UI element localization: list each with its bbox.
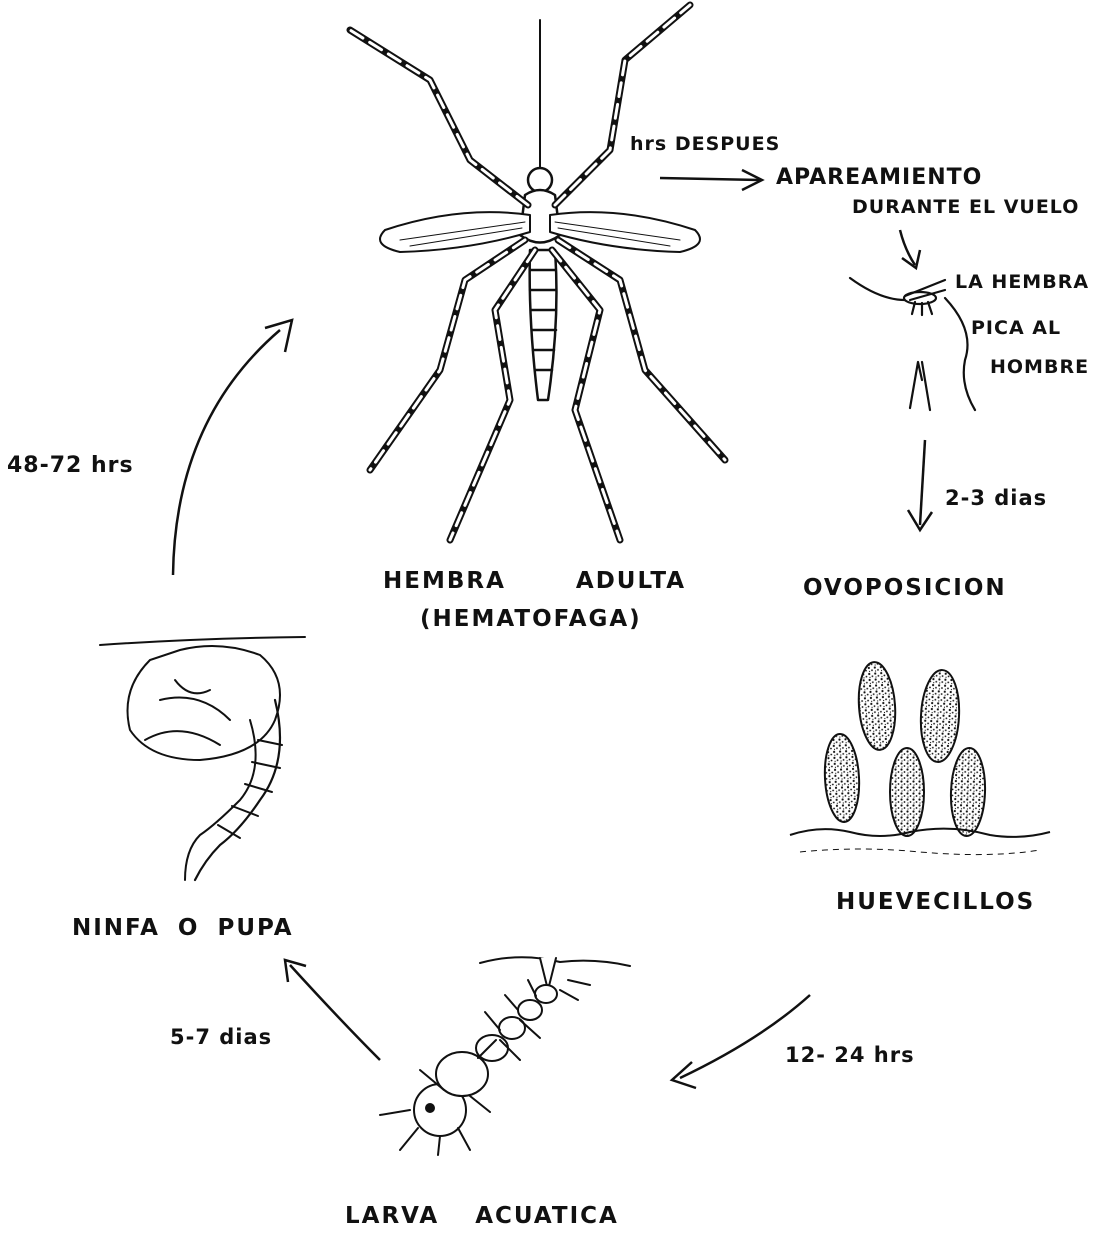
eggs-illustration — [790, 661, 1050, 855]
label-pica-al: PICA AL — [971, 317, 1061, 339]
biting-mosquito-illustration — [850, 278, 975, 410]
arrow-to-larva — [672, 995, 810, 1088]
adult-mosquito-illustration — [350, 5, 725, 540]
label-huevecillos: HUEVECILLOS — [836, 889, 1035, 915]
label-hembra-adulta: HEMBRA ADULTA — [383, 568, 686, 594]
label-ovoposicion: OVOPOSICION — [803, 575, 1007, 601]
arrow-to-pupa — [285, 960, 380, 1060]
arrow-to-biting — [900, 230, 920, 268]
larva-illustration — [380, 957, 630, 1155]
arrow-to-adult — [173, 320, 292, 575]
label-2-3-dias: 2-3 dias — [945, 486, 1047, 510]
arrow-to-oviposition — [908, 440, 932, 530]
label-larva-acuatica: LARVA ACUATICA — [345, 1203, 619, 1229]
pupa-illustration — [100, 637, 305, 880]
label-5-7-dias: 5-7 dias — [170, 1025, 272, 1049]
label-12-24-hrs: 12- 24 hrs — [785, 1043, 915, 1067]
label-48-72-hrs: 48-72 hrs — [7, 453, 134, 478]
label-hombre: HOMBRE — [990, 356, 1089, 378]
label-apareamiento: APAREAMIENTO — [776, 165, 982, 190]
label-la-hembra: LA HEMBRA — [955, 271, 1089, 293]
label-durante-vuelo: DURANTE EL VUELO — [852, 196, 1079, 218]
label-ninfa-o-pupa: NINFA O PUPA — [72, 915, 294, 941]
label-hematofaga: (HEMATOFAGA) — [420, 606, 642, 632]
label-hrs-despues: hrs DESPUES — [630, 133, 780, 155]
arrow-to-mating — [660, 170, 762, 190]
